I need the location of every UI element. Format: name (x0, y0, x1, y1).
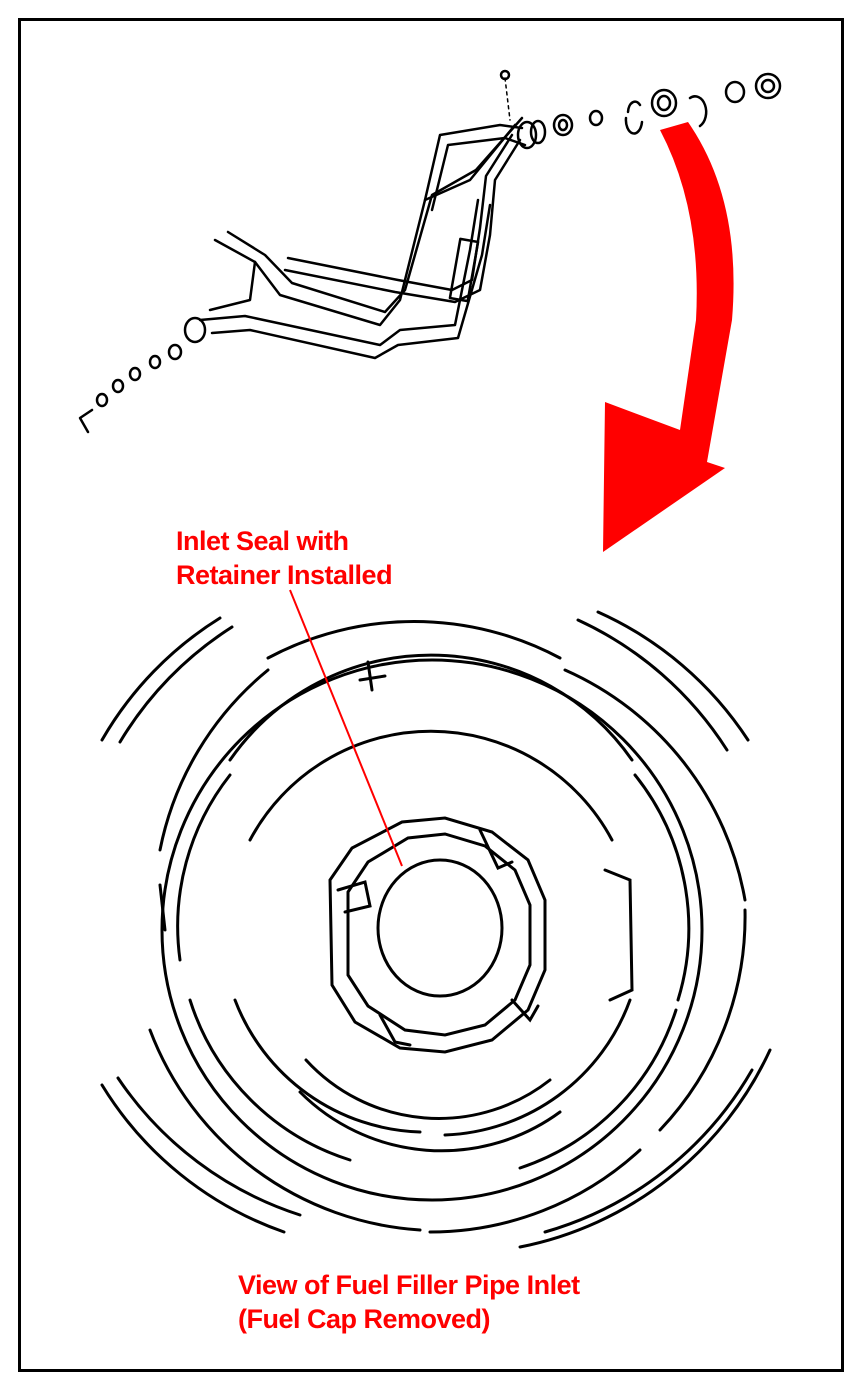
view-caption: View of Fuel Filler Pipe Inlet (Fuel Cap… (238, 1268, 580, 1336)
caption-line-2: (Fuel Cap Removed) (238, 1304, 491, 1334)
fuel-filler-pipe-icon (78, 69, 782, 434)
inlet-seal-callout: Inlet Seal with Retainer Installed (176, 524, 393, 592)
caption-line-1: View of Fuel Filler Pipe Inlet (238, 1270, 580, 1300)
filler-inlet-icon (100, 610, 772, 1249)
callout-leader-line (289, 589, 403, 867)
curved-arrow-icon (603, 122, 734, 552)
callout-line-1: Inlet Seal with (176, 526, 349, 556)
callout-line-2: Retainer Installed (176, 560, 393, 590)
